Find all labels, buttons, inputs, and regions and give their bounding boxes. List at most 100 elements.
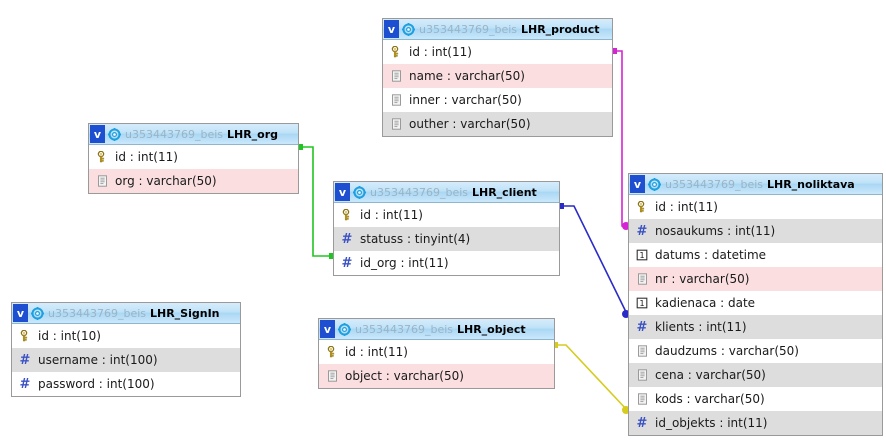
- column-row-noliktava-kadienaca[interactable]: 1 kadienaca : date: [629, 291, 882, 315]
- column-label-noliktava-kadienaca: kadienaca : date: [655, 296, 756, 310]
- column-row-noliktava-daudzums[interactable]: daudzums : varchar(50): [629, 339, 882, 363]
- key-icon: [634, 199, 650, 215]
- relation-client-noliktava[interactable]: [558, 203, 630, 318]
- schema-name-client: u353443769_beis: [370, 185, 468, 199]
- column-row-object-id[interactable]: id : int(11): [319, 340, 554, 364]
- view-badge-icon: v: [90, 125, 105, 143]
- column-row-client-id_org[interactable]: # id_org : int(11): [334, 251, 559, 275]
- table-name-client: LHR_client: [472, 185, 537, 199]
- column-row-signin-username[interactable]: # username : int(100): [12, 348, 240, 372]
- doc-icon: [634, 343, 650, 359]
- gear-icon[interactable]: [402, 22, 415, 36]
- column-label-object-id: id : int(11): [345, 345, 408, 359]
- table-name-noliktava: LHR_noliktava: [767, 177, 855, 191]
- column-label-product-inner: inner : varchar(50): [409, 93, 522, 107]
- column-row-noliktava-kods[interactable]: kods : varchar(50): [629, 387, 882, 411]
- table-header-client[interactable]: v u353443769_beis LHR_client: [334, 182, 559, 203]
- column-label-noliktava-nosaukums: nosaukums : int(11): [655, 224, 776, 238]
- column-label-signin-password: password : int(100): [38, 377, 155, 391]
- column-label-noliktava-datums: datums : datetime: [655, 248, 767, 262]
- view-badge-icon: v: [320, 320, 335, 338]
- column-label-noliktava-kods: kods : varchar(50): [655, 392, 765, 406]
- hash-icon: #: [19, 352, 31, 368]
- table-header-signin[interactable]: v u353443769_beis LHR_SignIn: [12, 303, 240, 324]
- table-header-object[interactable]: v u353443769_beis LHR_object: [319, 319, 554, 340]
- schema-name-product: u353443769_beis: [419, 22, 517, 36]
- column-row-noliktava-id_objekts[interactable]: #id_objekts : int(11): [629, 411, 882, 435]
- doc-icon: [388, 116, 404, 132]
- view-badge-icon: v: [13, 304, 28, 322]
- doc-icon: [388, 68, 404, 84]
- column-row-noliktava-id[interactable]: id : int(11): [629, 195, 882, 219]
- column-label-signin-id: id : int(10): [38, 329, 101, 343]
- column-label-client-statuss: statuss : tinyint(4): [360, 232, 471, 246]
- column-label-object-object: object : varchar(50): [345, 369, 464, 383]
- relation-org-client[interactable]: [297, 144, 335, 259]
- column-row-signin-id[interactable]: id : int(10): [12, 324, 240, 348]
- key-icon: [339, 207, 355, 223]
- gear-icon[interactable]: [108, 127, 121, 141]
- column-row-signin-password[interactable]: # password : int(100): [12, 372, 240, 396]
- hash-icon: #: [636, 319, 648, 335]
- column-row-product-inner[interactable]: inner : varchar(50): [383, 88, 612, 112]
- column-row-noliktava-nosaukums[interactable]: #nosaukums : int(11): [629, 219, 882, 243]
- column-label-noliktava-cena: cena : varchar(50): [655, 368, 766, 382]
- column-label-noliktava-id_objekts: id_objekts : int(11): [655, 416, 768, 430]
- doc-icon: [388, 92, 404, 108]
- hash-icon: #: [341, 255, 353, 271]
- column-row-client-id[interactable]: id : int(11): [334, 203, 559, 227]
- column-label-signin-username: username : int(100): [38, 353, 158, 367]
- hash-icon: #: [19, 376, 31, 392]
- table-name-object: LHR_object: [457, 322, 526, 336]
- table-name-signin: LHR_SignIn: [150, 306, 220, 320]
- gear-icon[interactable]: [338, 322, 351, 336]
- column-row-noliktava-datums[interactable]: 1 datums : datetime: [629, 243, 882, 267]
- column-row-noliktava-klients[interactable]: #klients : int(11): [629, 315, 882, 339]
- key-icon: [17, 328, 33, 344]
- table-name-product: LHR_product: [521, 22, 600, 36]
- calendar-icon: 1: [634, 247, 650, 263]
- key-icon: [388, 44, 404, 60]
- column-label-product-id: id : int(11): [409, 45, 472, 59]
- gear-icon[interactable]: [648, 177, 661, 191]
- schema-name-noliktava: u353443769_beis: [665, 177, 763, 191]
- column-row-object-object[interactable]: object : varchar(50): [319, 364, 554, 388]
- column-label-client-id_org: id_org : int(11): [360, 256, 449, 270]
- key-icon: [324, 344, 340, 360]
- gear-icon[interactable]: [353, 185, 366, 199]
- column-row-noliktava-nr[interactable]: nr : varchar(50): [629, 267, 882, 291]
- doc-icon: [634, 271, 650, 287]
- view-badge-icon: v: [335, 183, 350, 201]
- calendar-icon: 1: [634, 295, 650, 311]
- schema-name-signin: u353443769_beis: [48, 306, 146, 320]
- column-row-product-outher[interactable]: outher : varchar(50): [383, 112, 612, 136]
- column-row-noliktava-cena[interactable]: cena : varchar(50): [629, 363, 882, 387]
- column-label-client-id: id : int(11): [360, 208, 423, 222]
- doc-icon: [94, 173, 110, 189]
- column-row-product-name[interactable]: name : varchar(50): [383, 64, 612, 88]
- column-row-client-statuss[interactable]: # statuss : tinyint(4): [334, 227, 559, 251]
- doc-icon: [634, 367, 650, 383]
- schema-name-org: u353443769_beis: [125, 127, 223, 141]
- column-label-org-org: org : varchar(50): [115, 174, 217, 188]
- key-icon: [94, 149, 110, 165]
- schema-name-object: u353443769_beis: [355, 322, 453, 336]
- hash-icon: #: [341, 231, 353, 247]
- column-row-org-id[interactable]: id : int(11): [89, 145, 298, 169]
- column-row-org-org[interactable]: org : varchar(50): [89, 169, 298, 193]
- column-label-noliktava-id: id : int(11): [655, 200, 718, 214]
- relation-object-noliktava[interactable]: [552, 342, 630, 414]
- gear-icon[interactable]: [31, 306, 44, 320]
- svg-text:1: 1: [639, 299, 644, 308]
- svg-text:1: 1: [639, 251, 644, 260]
- column-row-product-id[interactable]: id : int(11): [383, 40, 612, 64]
